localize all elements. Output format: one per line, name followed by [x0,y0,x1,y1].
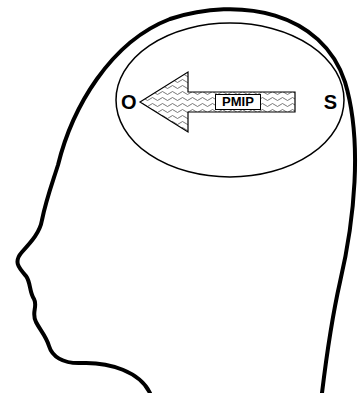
brain-ellipse: PMIP O S [115,22,345,178]
pole-letter: S [324,91,337,114]
arrow-label: PMIP [215,94,261,110]
pole-letter: O [121,91,137,114]
direction-arrow: PMIP [140,72,296,132]
